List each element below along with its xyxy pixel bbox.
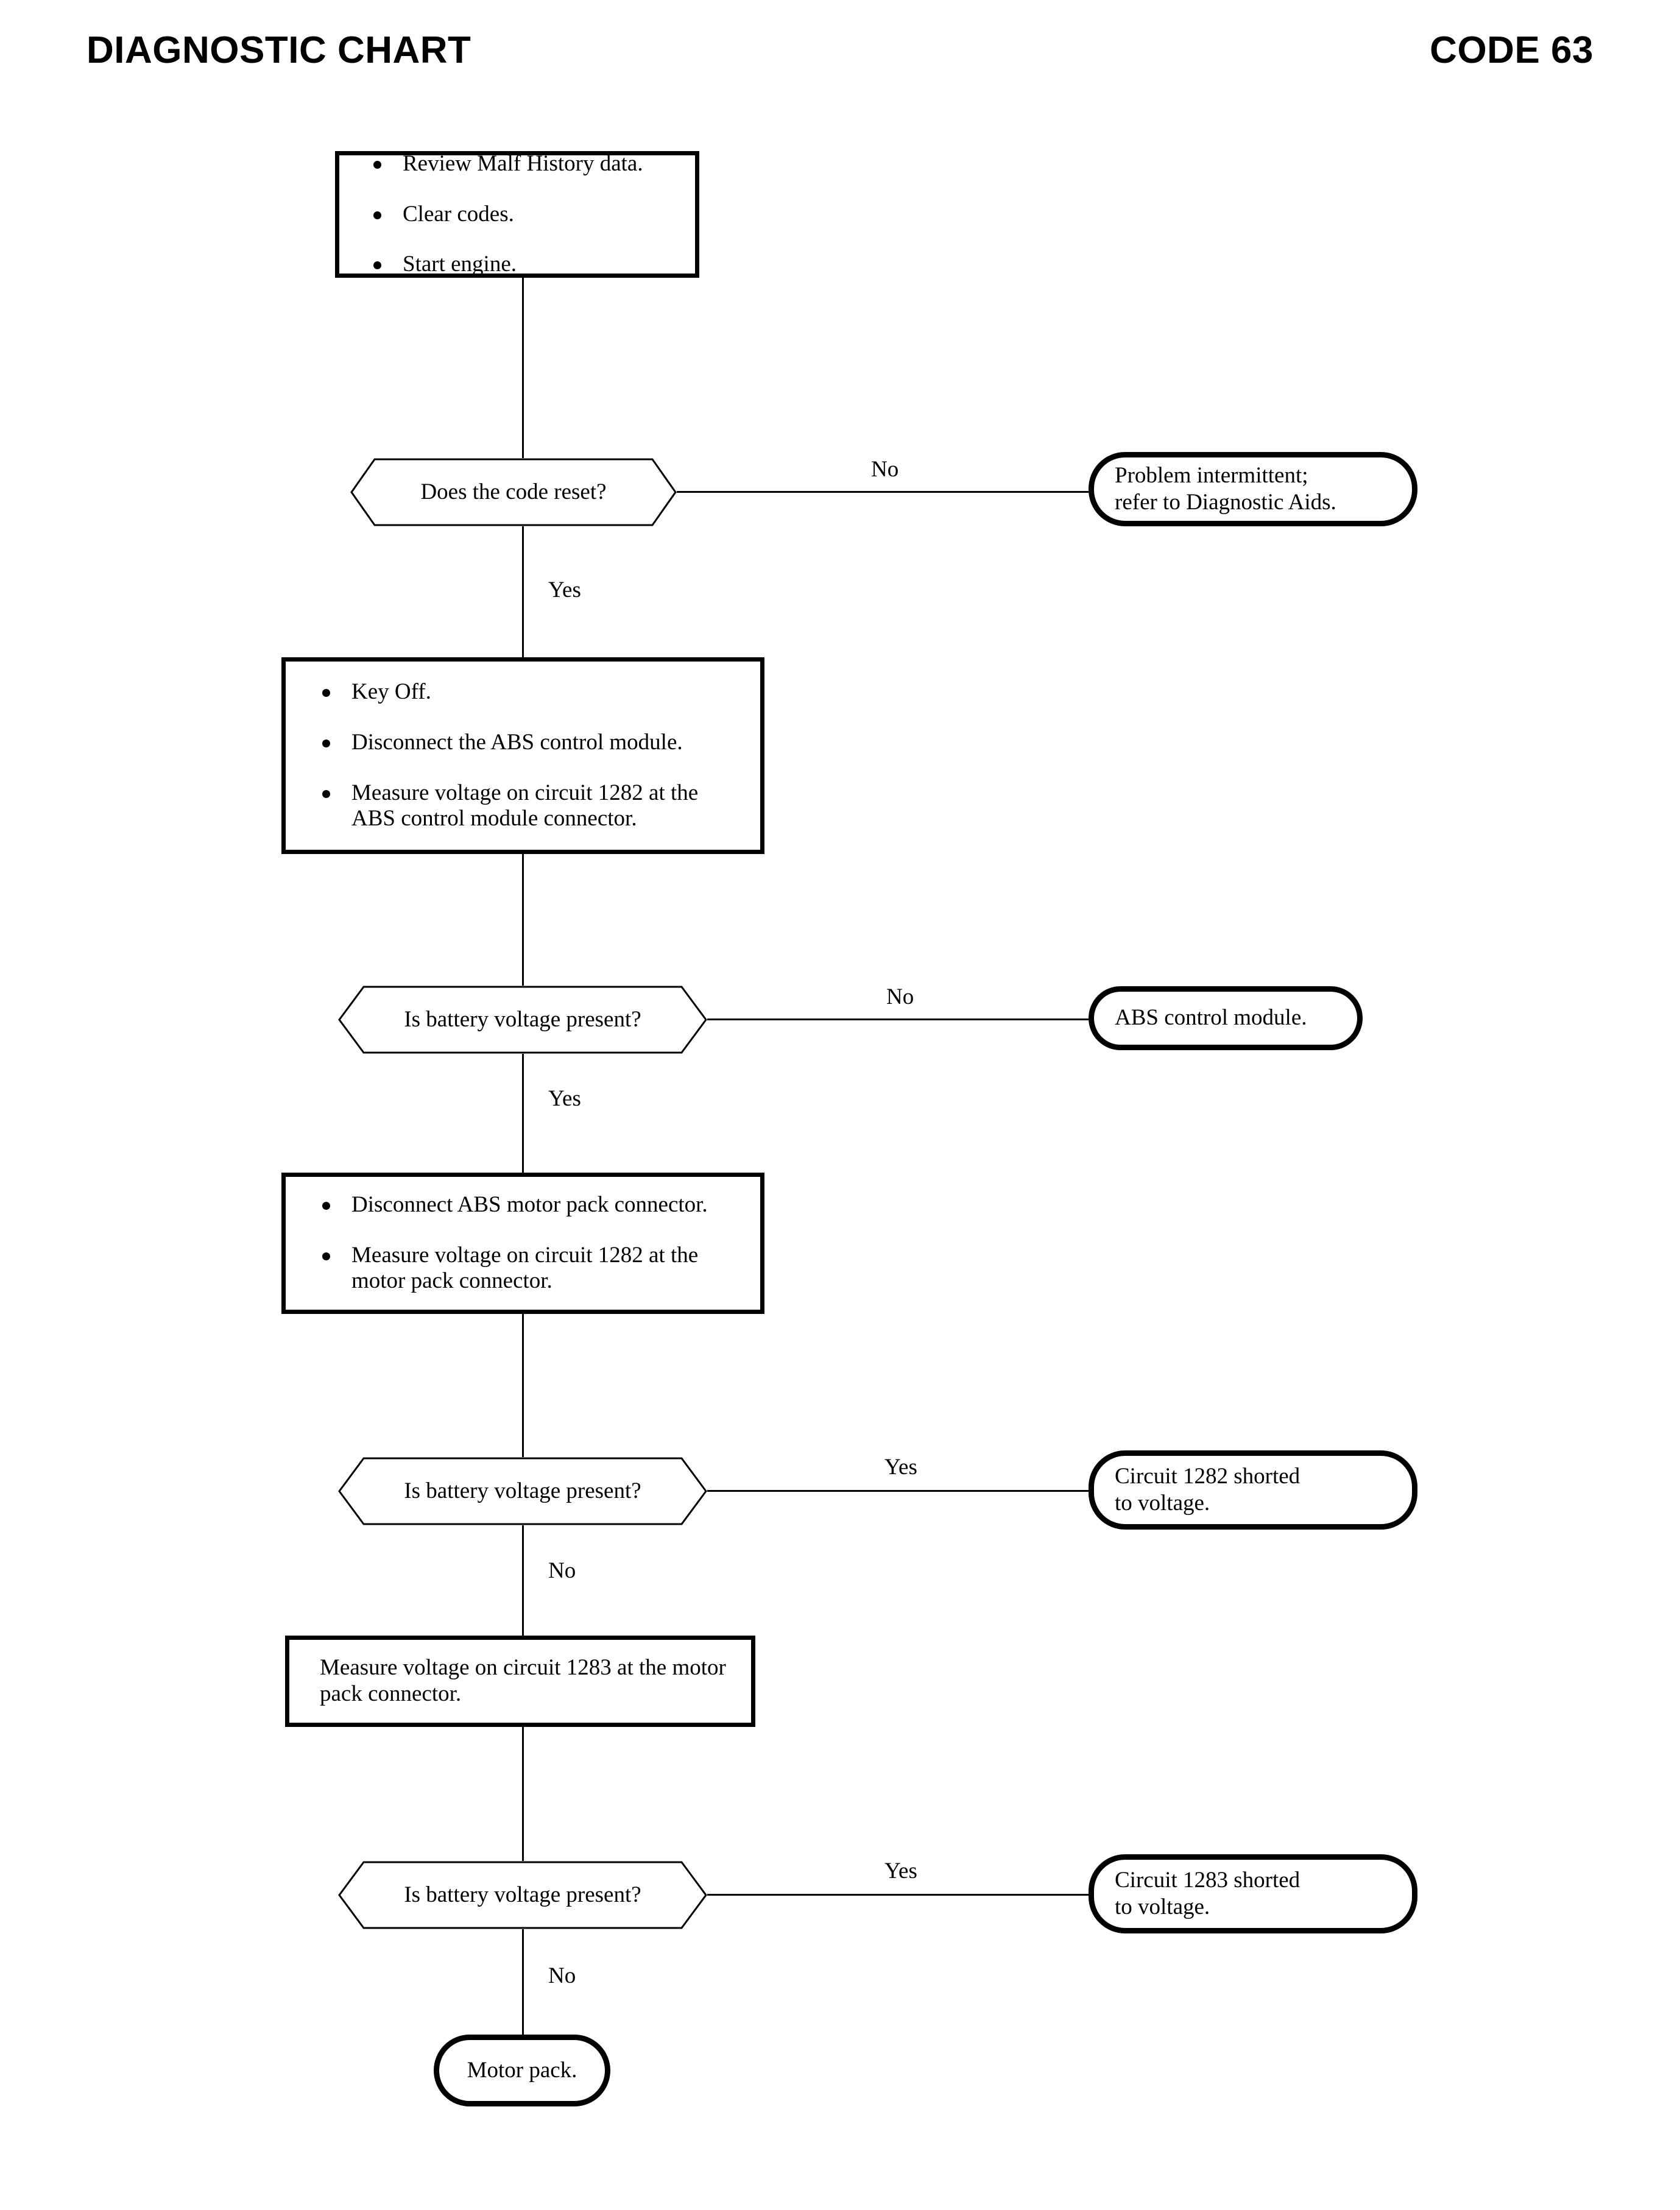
list-item: Disconnect the ABS control module. [303,730,743,756]
process-text: Measure voltage on circuit 1283 at the m… [320,1655,726,1706]
terminator-text: Problem intermittent; refer to Diagnosti… [1094,462,1350,517]
connector-decision3-no [522,1525,524,1636]
process-box-step4: Measure voltage on circuit 1283 at the m… [285,1636,755,1727]
connector-step2-to-decision2 [522,854,524,986]
process-box-step2: Key Off. Disconnect the ABS control modu… [281,657,764,854]
step2-bullet-list: Key Off. Disconnect the ABS control modu… [303,679,743,833]
connector-step1-to-decision1 [522,278,524,458]
terminator-line-1: Problem intermittent; [1115,462,1308,488]
list-item: Start engine. [354,252,680,278]
branch-label-no: No [548,1963,576,1988]
hexagon-shape [338,1861,707,1929]
branch-label-no: No [548,1558,576,1583]
decision-battery-voltage-3: Is battery voltage present? [338,1861,707,1929]
list-item: Clear codes. [354,202,680,228]
terminator-line-1: Circuit 1283 shorted [1115,1867,1301,1893]
list-item: Key Off. [303,679,743,705]
process-box-step1: Review Malf History data. Clear codes. S… [335,151,699,278]
terminator-problem-intermittent: Problem intermittent; refer to Diagnosti… [1089,452,1417,526]
terminator-line-1: ABS control module. [1115,1005,1307,1031]
branch-label-no: No [871,457,899,482]
branch-label-yes: Yes [884,1859,917,1883]
decision-label: Is battery voltage present? [404,1882,641,1907]
terminator-motor-pack: Motor pack. [434,2035,610,2106]
process-box-step3: Disconnect ABS motor pack connector. Mea… [281,1173,764,1314]
terminator-line-2: to voltage. [1115,1491,1210,1516]
step3-bullet-list: Disconnect ABS motor pack connector. Mea… [303,1192,743,1295]
step1-bullet-list: Review Malf History data. Clear codes. S… [354,151,680,278]
list-item: Measure voltage on circuit 1282 at the m… [303,1243,743,1295]
branch-label-yes: Yes [548,1086,581,1111]
decision-does-code-reset: Does the code reset? [350,458,677,526]
branch-label-no: No [886,984,914,1009]
terminator-circuit-1283-shorted: Circuit 1283 shorted to voltage. [1089,1854,1417,1933]
connector-decision4-no [522,1929,524,2035]
terminator-text: Circuit 1283 shorted to voltage. [1094,1867,1313,1921]
list-item: Review Malf History data. [354,151,680,177]
list-item: Measure voltage on circuit 1282 at the A… [303,780,743,833]
hexagon-shape [338,986,707,1054]
branch-label-yes: Yes [548,577,581,602]
page-title: DIAGNOSTIC CHART [86,29,471,71]
terminator-abs-control-module: ABS control module. [1089,986,1363,1050]
terminator-text: Circuit 1282 shorted to voltage. [1094,1463,1313,1517]
decision-battery-voltage-1: Is battery voltage present? [338,986,707,1054]
connector-step3-to-decision3 [522,1314,524,1457]
terminator-circuit-1282-shorted: Circuit 1282 shorted to voltage. [1089,1450,1417,1530]
terminator-line-2: refer to Diagnostic Aids. [1115,490,1336,515]
branch-decision1-no [677,491,1089,493]
branch-decision3-yes [707,1490,1089,1492]
terminator-text: ABS control module. [1094,1004,1321,1031]
branch-decision4-yes [707,1894,1089,1896]
hexagon-shape [350,458,677,526]
decision-label: Is battery voltage present? [404,1006,641,1032]
decision-label: Does the code reset? [420,479,607,504]
terminator-line-2: to voltage. [1115,1894,1210,1919]
terminator-line-1: Circuit 1282 shorted [1115,1463,1301,1489]
terminator-line-1: Motor pack. [467,2057,577,2083]
branch-decision2-no [707,1019,1089,1020]
decision-label: Is battery voltage present? [404,1478,641,1503]
hexagon-shape [338,1457,707,1525]
list-item: Disconnect ABS motor pack connector. [303,1192,743,1218]
terminator-text: Motor pack. [467,2057,577,2084]
branch-label-yes: Yes [884,1455,917,1480]
decision-battery-voltage-2: Is battery voltage present? [338,1457,707,1525]
connector-decision2-yes [522,1054,524,1173]
connector-decision1-yes [522,526,524,657]
code-label: CODE 63 [1430,29,1594,71]
connector-step4-to-decision4 [522,1727,524,1861]
